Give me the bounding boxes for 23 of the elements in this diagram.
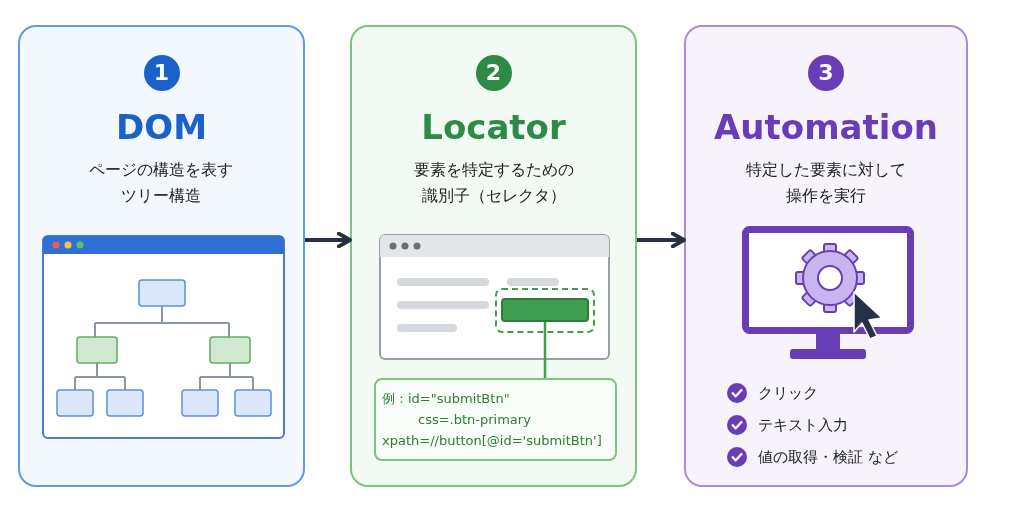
step-number: 2 [475,55,512,91]
step-card [350,25,637,487]
step-description: 特定した要素に対して操作を実行 [745,159,907,207]
arrow [305,231,352,249]
step-description: 要素を特定するための識別子（セレクタ） [412,159,575,207]
highlighted-element [501,298,589,322]
step-title: DOM [116,107,207,147]
step-title: Locator [421,107,566,147]
leader-line [543,322,547,378]
selector-example-box [374,378,617,461]
step-card [684,25,968,487]
step-number: 1 [143,55,180,91]
step-number: 3 [808,55,844,91]
checklist-item: クリック [758,383,818,403]
step-card [18,25,305,487]
step-description: ページの構造を表すツリー構造 [88,159,235,207]
checklist-item: 値の取得・検証 など [758,447,898,467]
selector-line: xpath=//button[@id='submitBtn'] [382,432,603,450]
selector-line: 例：id="submitBtn" [382,390,511,408]
selector-line: css=.btn-primary [417,411,532,429]
step-title: Automation [714,107,938,147]
arrow [637,231,686,249]
checklist-item: テキスト入力 [758,415,848,435]
